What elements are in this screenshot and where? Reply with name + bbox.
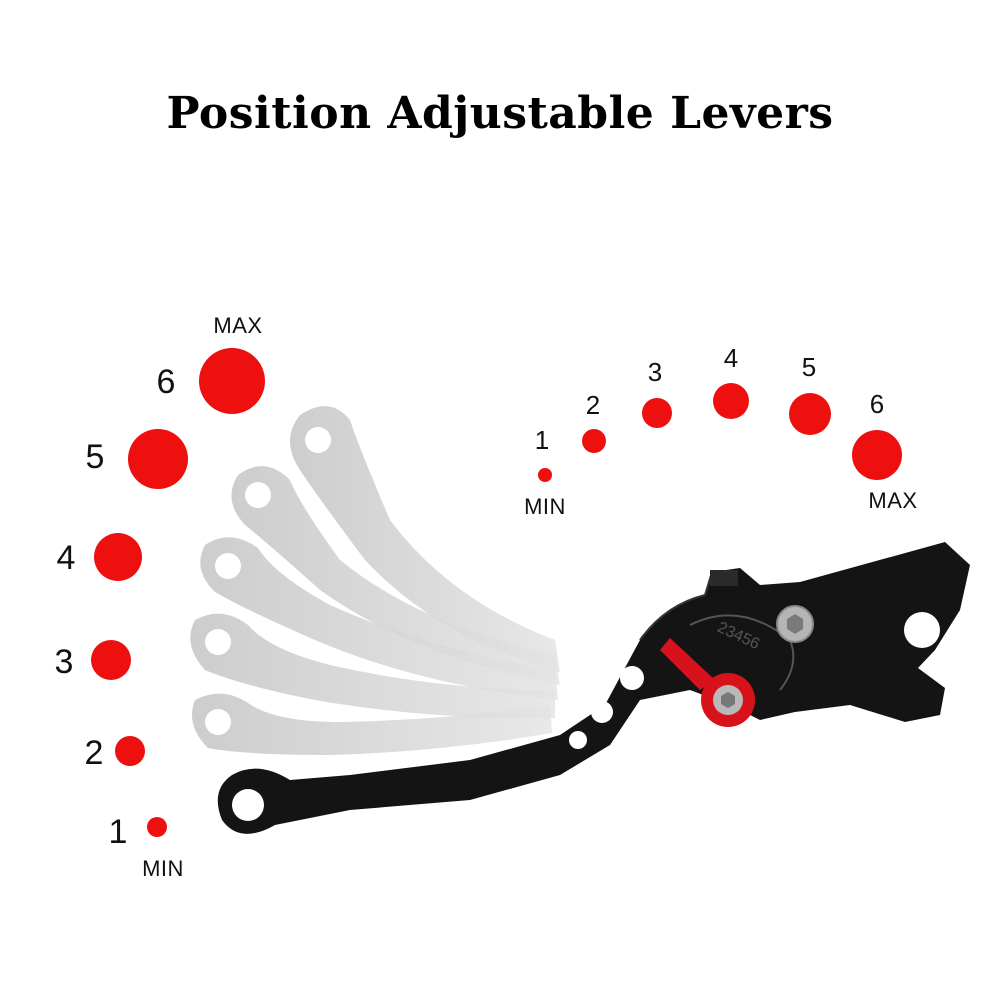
ghost-levers	[190, 406, 560, 755]
right-dot-5	[789, 393, 831, 435]
right-min-label: MIN	[524, 494, 566, 519]
page-title: Position Adjustable Levers	[166, 88, 834, 139]
right-label-5: 5	[802, 352, 816, 382]
left-label-2: 2	[85, 734, 104, 772]
right-dot-6	[852, 430, 902, 480]
right-dot-4	[713, 383, 749, 419]
left-max-label: MAX	[213, 313, 262, 338]
ghost-lever-2	[191, 693, 552, 755]
left-label-5: 5	[86, 438, 105, 476]
hex-bolt-icon	[776, 605, 814, 643]
left-dot-6	[199, 348, 265, 414]
right-dot-2	[582, 429, 606, 453]
ghost-lever-6	[290, 406, 560, 672]
ghost-lever-4	[200, 537, 559, 700]
left-label-6: 6	[157, 363, 176, 401]
right-label-1: 1	[535, 425, 549, 455]
left-dot-2	[115, 736, 145, 766]
left-dot-3	[91, 640, 131, 680]
right-dot-3	[642, 398, 672, 428]
left-position-scale: MAX MIN 6 5 4 3 2 1	[55, 313, 265, 881]
right-dot-1	[538, 468, 552, 482]
right-label-3: 3	[648, 357, 662, 387]
right-max-label: MAX	[868, 488, 917, 513]
left-label-4: 4	[57, 539, 76, 577]
left-min-label: MIN	[142, 856, 184, 881]
left-label-1: 1	[109, 813, 128, 851]
ghost-lever-5	[231, 466, 560, 685]
adjuster-knob-icon	[660, 638, 755, 727]
left-dot-5	[128, 429, 188, 489]
brake-lever-image: 23456	[217, 542, 970, 834]
left-dot-1	[147, 817, 167, 837]
right-label-6: 6	[870, 389, 884, 419]
left-dot-4	[94, 533, 142, 581]
right-label-4: 4	[724, 343, 738, 373]
right-position-scale: 1 2 3 4 5 6 MIN MAX	[524, 343, 917, 519]
left-label-3: 3	[55, 643, 74, 681]
ghost-lever-3	[190, 613, 556, 719]
right-label-2: 2	[586, 390, 600, 420]
